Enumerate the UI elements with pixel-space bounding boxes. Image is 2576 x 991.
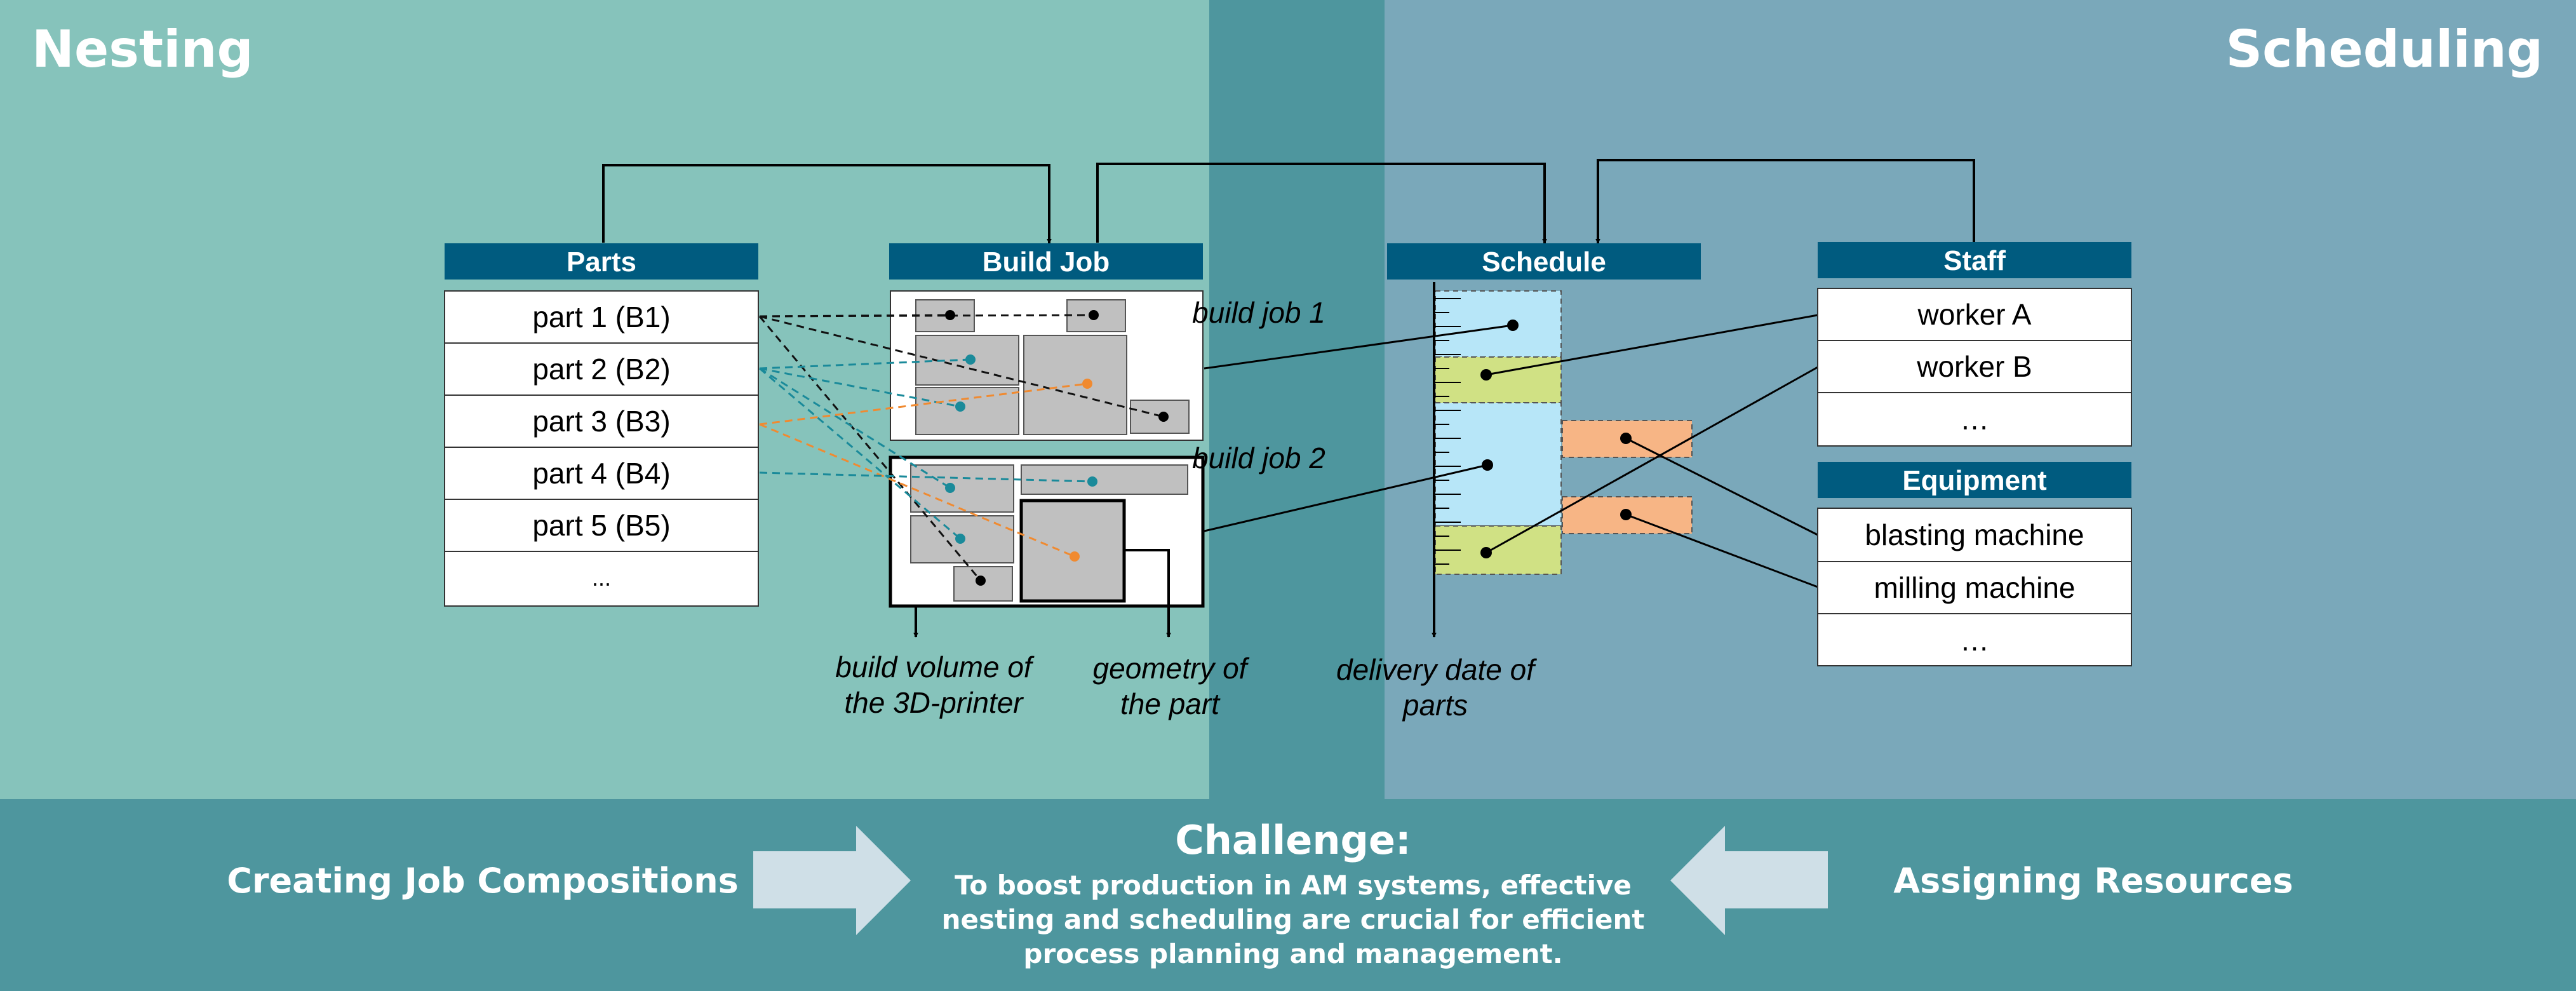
- parts-to-buildjob-connector: [602, 164, 1052, 244]
- geometry-caption-line1: geometry of: [1093, 652, 1250, 685]
- challenge-band: [0, 799, 2576, 991]
- build-job-1-label: build job 1: [1192, 296, 1325, 329]
- link-p2-b: [759, 367, 961, 408]
- build-job-header: [889, 243, 1203, 280]
- nesting-title: Nesting: [32, 20, 253, 79]
- equipment-label-2: milling machine: [1874, 571, 2075, 604]
- connector-blasting: [1625, 437, 1818, 536]
- staff-label-1: worker A: [1917, 298, 2032, 331]
- staff-label-2: worker B: [1916, 350, 2032, 383]
- link-p1-c: [759, 315, 1164, 418]
- part-label-more: ...: [592, 565, 611, 591]
- slot-job1-blue: [1435, 290, 1562, 358]
- parts-row-1: [444, 290, 759, 344]
- link-p1-d: [758, 316, 982, 581]
- dot-teal-1: [965, 354, 976, 365]
- dot-teal-2: [955, 401, 965, 412]
- challenge-title: Challenge:: [1175, 817, 1411, 863]
- parts-table: Parts part 1 (B1) part 2 (B2) part 3 (B3…: [444, 243, 759, 607]
- parts-header: [445, 243, 758, 280]
- schedule-header: [1387, 243, 1701, 280]
- dot-teal-5: [1087, 476, 1097, 487]
- part-assignment-links: [758, 314, 1164, 581]
- build-job-header-label: Build Job: [983, 246, 1110, 278]
- dot-orange-1: [1082, 379, 1092, 389]
- parts-row-2: [444, 342, 759, 396]
- parts-row-5: [444, 499, 759, 552]
- build-volume-caption-line1: build volume of: [835, 651, 1035, 684]
- connector-job2: [1204, 464, 1488, 532]
- equipment-row-2: [1817, 561, 2132, 614]
- equipment-header: [1818, 462, 2131, 498]
- bj2-part-d: [1019, 499, 1126, 603]
- staff-row-3: [1817, 392, 2132, 447]
- dot-black-3: [1158, 412, 1169, 422]
- part-dots: [945, 310, 1169, 586]
- timeline-ticks: [1434, 298, 1461, 565]
- dot-black-1: [945, 310, 955, 320]
- link-p2-a: [759, 358, 971, 370]
- challenge-line-3: process planning and management.: [1023, 938, 1562, 969]
- link-p3-a: [759, 382, 1088, 426]
- staff-header: [1818, 242, 2131, 278]
- staff-label-more: …: [1960, 403, 1989, 436]
- bj2-part-b: [1021, 464, 1188, 495]
- delivery-caption-line2: parts: [1402, 689, 1468, 722]
- staff-row-1: [1817, 288, 2132, 341]
- scheduling-title: Scheduling: [2225, 20, 2543, 79]
- equipment-table: Equipment blasting machine milling machi…: [1817, 462, 2132, 666]
- overlap-background: [1209, 0, 1385, 799]
- staff-row-2: [1817, 340, 2132, 393]
- slot-job2-blue: [1435, 402, 1562, 527]
- equipment-header-label: Equipment: [1902, 465, 2047, 496]
- staff-header-label: Staff: [1943, 245, 2006, 276]
- band-right-label: Assigning Resources: [1893, 861, 2293, 901]
- part-label-2: part 2 (B2): [532, 353, 670, 386]
- link-p1-b: [759, 314, 1094, 318]
- link-p3-b: [759, 423, 1075, 558]
- right-arrow-icon: [753, 826, 911, 935]
- challenge-line-2: nesting and scheduling are crucial for e…: [942, 904, 1645, 935]
- link-p2-d: [759, 367, 961, 540]
- build-job-2-label: build job 2: [1192, 442, 1325, 475]
- staff-table: Staff worker A worker B …: [1817, 242, 2132, 447]
- geometry-pointer: [1124, 549, 1171, 638]
- dot-black-4: [976, 576, 986, 586]
- band-left-label: Creating Job Compositions: [227, 861, 739, 901]
- schedule-header-label: Schedule: [1482, 246, 1606, 278]
- parts-row-4: [444, 447, 759, 500]
- dot-black-2: [1089, 310, 1099, 320]
- schedule-connectors: [1204, 314, 1818, 588]
- parts-row-3: [444, 394, 759, 448]
- connector-milling: [1625, 513, 1818, 588]
- bj1-part-f: [1130, 400, 1190, 434]
- bj1-part-d: [915, 387, 1019, 435]
- dot-teal-3: [945, 483, 955, 493]
- connector-workerA: [1486, 314, 1818, 376]
- geometry-caption-line2: the part: [1120, 687, 1221, 720]
- parts-row-6: [444, 551, 759, 607]
- equipment-row-3: [1817, 613, 2132, 666]
- left-arrow-icon: [1670, 826, 1828, 935]
- part-label-5: part 5 (B5): [532, 509, 670, 542]
- parts-header-label: Parts: [567, 246, 636, 278]
- schedule-section: Schedule: [1336, 243, 1701, 722]
- dot-orange-2: [1070, 551, 1080, 562]
- equipment-label-more: …: [1960, 624, 1989, 657]
- challenge-line-1: To boost production in AM systems, effec…: [955, 870, 1632, 901]
- delivery-caption-line1: delivery date of: [1336, 653, 1537, 686]
- part-label-4: part 4 (B4): [532, 457, 670, 490]
- buildjob-to-schedule-connector: [1096, 163, 1547, 244]
- build-volume-caption-line2: the 3D-printer: [844, 686, 1024, 719]
- connector-workerB: [1486, 366, 1818, 554]
- link-p4-a: [759, 471, 1093, 483]
- staff-to-schedule-connector: [1595, 159, 1975, 244]
- dot-teal-4: [955, 534, 965, 544]
- part-label-3: part 3 (B3): [532, 405, 670, 438]
- part-label-1: part 1 (B1): [532, 300, 670, 334]
- equipment-label-1: blasting machine: [1865, 518, 2084, 551]
- connector-job1: [1204, 324, 1513, 370]
